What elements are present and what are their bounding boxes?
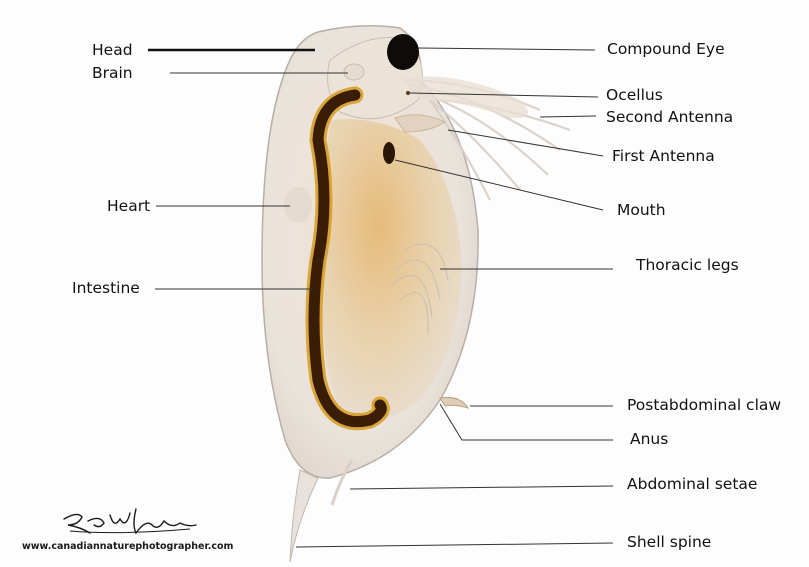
label-heart: Heart: [107, 199, 150, 215]
label-compound-eye: Compound Eye: [607, 42, 725, 58]
shell-spine: [290, 470, 318, 562]
label-intestine: Intestine: [72, 281, 140, 297]
label-ocellus: Ocellus: [606, 88, 663, 104]
heart: [284, 187, 312, 223]
compound-eye: [387, 34, 419, 70]
website-credit: www.canadiannaturephotographer.com: [22, 541, 233, 552]
label-abdominal-setae: Abdominal setae: [627, 477, 757, 493]
ocellus: [406, 91, 410, 95]
brain: [344, 64, 364, 80]
label-brain: Brain: [92, 66, 133, 82]
label-second-antenna: Second Antenna: [606, 110, 733, 126]
label-mouth: Mouth: [617, 203, 666, 219]
label-first-antenna: First Antenna: [612, 149, 715, 165]
label-thoracic-legs: Thoracic legs: [636, 258, 739, 274]
label-head: Head: [92, 43, 133, 59]
mouth: [383, 142, 395, 164]
postabdominal-claw: [440, 397, 468, 408]
label-anus: Anus: [630, 432, 668, 448]
photographer-signature: [60, 505, 200, 539]
label-postabdominal-claw: Postabdominal claw: [627, 398, 781, 414]
label-shell-spine: Shell spine: [627, 535, 711, 551]
